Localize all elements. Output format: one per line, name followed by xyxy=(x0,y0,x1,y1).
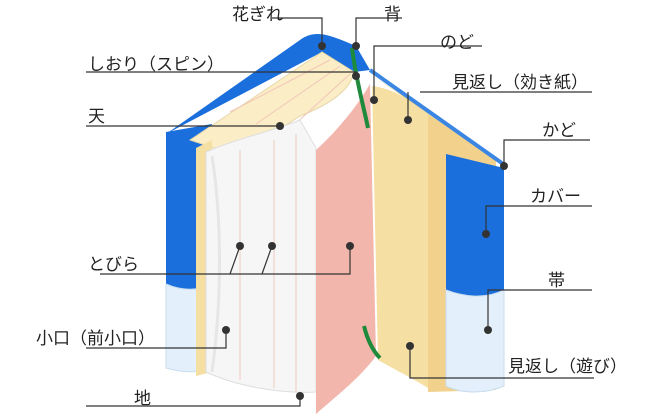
ribbon-bottom xyxy=(362,325,382,360)
label-hanagire: 花ぎれ xyxy=(232,5,283,25)
label-shiori: しおり（スピン） xyxy=(88,55,224,75)
label-cover: カバー xyxy=(530,187,581,207)
cover-flap-right xyxy=(446,154,504,297)
cover-edge-right xyxy=(368,68,508,168)
label-ten: 天 xyxy=(88,107,105,127)
cover-top-left xyxy=(166,33,370,135)
koguchi-curve xyxy=(210,155,221,373)
endpaper-free-right xyxy=(372,86,428,388)
label-koguchi: 小口（前小口） xyxy=(36,329,155,349)
label-nodo: のど xyxy=(440,33,474,53)
page-block-left xyxy=(205,119,317,393)
page-tobira xyxy=(316,84,376,414)
label-chi: 地 xyxy=(134,389,151,409)
label-mikaeshi-kikigami: 見返し（効き紙） xyxy=(452,73,588,93)
label-obi: 帯 xyxy=(548,271,565,291)
label-tobira: とびら xyxy=(88,255,139,275)
label-mikaeshi-asobi: 見返し（遊び） xyxy=(508,357,627,377)
label-se: 背 xyxy=(384,5,401,25)
label-kado: かど xyxy=(542,121,576,141)
ribbon-bookmark xyxy=(350,47,370,129)
leader-dots xyxy=(222,42,508,400)
obi-right xyxy=(445,289,505,393)
